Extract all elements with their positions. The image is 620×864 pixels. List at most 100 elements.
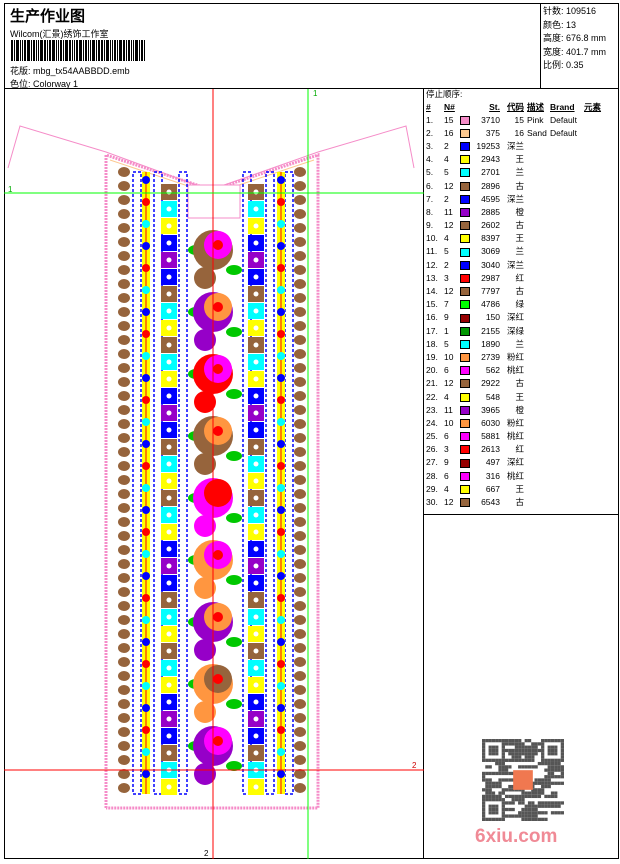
color-stop-row[interactable]: 29. 4 667 王 (426, 482, 617, 495)
square-dot (253, 240, 259, 246)
qr-code[interactable] (482, 739, 564, 821)
red-guide-label-right: 2 (412, 761, 417, 770)
thread-brand (550, 337, 584, 350)
stat-colors: 颜色: 13 (543, 19, 577, 30)
flower-dot (277, 308, 285, 316)
color-stop-row[interactable]: 9. 12 2602 古 (426, 219, 617, 232)
square-dot (166, 410, 172, 416)
rose-bud (194, 763, 216, 785)
color-stop-row[interactable]: 17. 1 2155 深绿 (426, 324, 617, 337)
color-stop-row[interactable]: 15. 7 4786 绿 (426, 298, 617, 311)
leaf (226, 699, 242, 709)
brown-motif (294, 671, 306, 681)
square-dot (166, 444, 172, 450)
color-stop-row[interactable]: 30. 12 6543 古 (426, 495, 617, 508)
color-description (524, 298, 550, 311)
needle-number: 5 (444, 246, 449, 257)
needle-number: 4 (444, 154, 449, 165)
color-stop-row[interactable]: 12. 2 3040 深兰 (426, 258, 617, 271)
color-description (524, 430, 550, 443)
color-stop-row[interactable]: 1. 15 3710 15 Pink Default (426, 113, 617, 126)
brown-motif (294, 307, 306, 317)
square-dot (253, 308, 259, 314)
stop-index: 30. (426, 497, 438, 508)
color-stop-row[interactable]: 19. 10 2739 粉红 (426, 350, 617, 363)
color-description: Pink (527, 114, 544, 125)
neck-opening (187, 184, 241, 219)
square-dot (253, 291, 259, 297)
flower-dot (142, 528, 150, 536)
brown-motif (294, 517, 306, 527)
color-stop-row[interactable]: 8. 11 2885 橙 (426, 205, 617, 218)
embroidery-preview[interactable]: 1 1 2 2 (4, 89, 424, 859)
brown-motif (294, 713, 306, 723)
brown-motif (118, 713, 130, 723)
blue-border (132, 171, 142, 795)
color-stop-row[interactable]: 26. 3 2613 红 (426, 443, 617, 456)
brown-motif (294, 587, 306, 597)
brown-motif (294, 629, 306, 639)
color-description (524, 205, 550, 218)
flower-dot (142, 550, 150, 558)
square-dot (166, 274, 172, 280)
color-stop-row[interactable]: 4. 4 2943 王 (426, 153, 617, 166)
thread-brand (550, 350, 584, 363)
thread-brand (550, 390, 584, 403)
needle-number: 5 (444, 167, 449, 178)
brown-motif (294, 531, 306, 541)
square-dot (253, 614, 259, 620)
color-stop-row[interactable]: 18. 5 1890 兰 (426, 337, 617, 350)
color-stop-row[interactable]: 24. 10 6030 粉红 (426, 416, 617, 429)
square-dot (253, 716, 259, 722)
stop-index: 21. (426, 378, 438, 389)
color-stop-row[interactable]: 28. 6 316 桃红 (426, 469, 617, 482)
color-stop-row[interactable]: 6. 12 2896 古 (426, 179, 617, 192)
color-description (524, 495, 550, 508)
color-stop-row[interactable]: 10. 4 8397 王 (426, 232, 617, 245)
rose-center (213, 364, 223, 374)
color-stop-row[interactable]: 7. 2 4595 深兰 (426, 192, 617, 205)
color-stop-row[interactable]: 5. 5 2701 兰 (426, 166, 617, 179)
green-guide-label-left: 1 (8, 185, 13, 194)
brown-motif (294, 167, 306, 177)
brown-motif (294, 461, 306, 471)
color-stop-row[interactable]: 22. 4 548 王 (426, 390, 617, 403)
color-description (524, 311, 550, 324)
square-dot (166, 240, 172, 246)
flower-dot (142, 308, 150, 316)
thread-brand (550, 166, 584, 179)
color-stop-row[interactable]: 16. 9 150 深红 (426, 311, 617, 324)
color-stop-row[interactable]: 2. 16 375 16 Sand Default (426, 126, 617, 139)
brown-motif (118, 545, 130, 555)
needle-number: 6 (444, 365, 449, 376)
square-dot (253, 597, 259, 603)
thread-brand (550, 298, 584, 311)
color-stop-row[interactable]: 11. 5 3069 兰 (426, 245, 617, 258)
color-code: 16 (514, 127, 524, 138)
color-stop-row[interactable]: 20. 6 562 桃红 (426, 364, 617, 377)
color-stop-row[interactable]: 13. 3 2987 红 (426, 271, 617, 284)
stitch-count: 3040 (481, 259, 500, 270)
flower-dot (277, 440, 285, 448)
needle-number: 6 (444, 470, 449, 481)
brown-motif (118, 559, 130, 569)
square-dot (166, 325, 172, 331)
color-stop-row[interactable]: 14. 12 7797 古 (426, 284, 617, 297)
stitch-count: 1890 (481, 338, 500, 349)
needle-number: 12 (444, 220, 454, 231)
square-dot (166, 648, 172, 654)
brown-motif (294, 279, 306, 289)
color-stop-row[interactable]: 3. 2 19253 深兰 (426, 139, 617, 152)
stitch-count: 3965 (481, 404, 500, 415)
stitch-count: 548 (485, 391, 500, 402)
color-stop-row[interactable]: 23. 11 3965 橙 (426, 403, 617, 416)
color-stop-row[interactable]: 27. 9 497 深红 (426, 456, 617, 469)
color-stop-row[interactable]: 25. 6 5881 桃红 (426, 430, 617, 443)
stitch-count: 375 (485, 127, 500, 138)
color-stop-row[interactable]: 21. 12 2922 古 (426, 377, 617, 390)
color-swatch (460, 181, 470, 191)
flower-dot (142, 396, 150, 404)
stop-index: 14. (426, 286, 438, 297)
flower-dot (277, 396, 285, 404)
stitch-count: 19253 (476, 140, 500, 151)
